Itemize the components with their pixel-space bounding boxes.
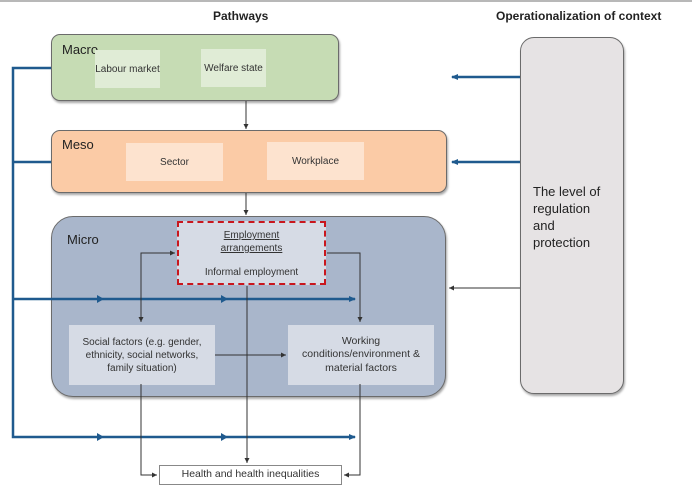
workplace-box: Workplace — [267, 142, 364, 180]
meso-label: Meso — [62, 137, 94, 152]
context-line: regulation — [533, 201, 591, 216]
social-to-health-arrow — [140, 384, 157, 478]
working-conditions-line: material factors — [325, 361, 397, 374]
context-line: and — [533, 218, 555, 233]
employment-title-2: arrangements — [220, 243, 283, 254]
social-factors-box: Social factors (e.g. gender, ethnicity, … — [69, 325, 215, 385]
labour-market-box: Labour market — [95, 50, 160, 88]
arrowhead-icon — [221, 433, 228, 441]
context-line: The level of — [533, 184, 601, 199]
working-to-health-arrow — [344, 384, 361, 478]
social-factors-line: family situation) — [107, 362, 177, 374]
micro-label: Micro — [67, 232, 99, 247]
welfare-state-box: Welfare state — [201, 49, 266, 87]
macro-box: Macro Labour market Welfare state — [51, 34, 339, 101]
health-outcome-box: Health and health inequalities — [159, 465, 342, 485]
context-text: The level of regulation and protection — [533, 183, 600, 251]
working-conditions-line: Working — [341, 334, 381, 347]
social-factors-line: Social factors (e.g. gender, — [82, 336, 202, 348]
macro-label: Macro — [62, 42, 99, 57]
working-conditions-box: Working conditions/environment & materia… — [288, 325, 434, 385]
operationalization-header: Operationalization of context — [496, 9, 662, 23]
arrowhead-icon — [97, 433, 104, 441]
sector-box: Sector — [126, 143, 223, 181]
micro-box: Micro Employment arrangements Informal e… — [51, 216, 446, 397]
working-conditions-line: conditions/environment & — [302, 348, 420, 361]
informal-employment-label: Informal employment — [204, 267, 299, 278]
employment-arrangements-box: Employment arrangements Informal employm… — [177, 221, 326, 285]
meso-box: Meso Sector Workplace — [51, 130, 447, 193]
social-factors-line: ethnicity, social networks, — [85, 349, 199, 361]
employment-title-1: Employment — [223, 230, 280, 241]
top-divider — [0, 0, 692, 2]
context-line: protection — [533, 235, 591, 250]
context-box: The level of regulation and protection — [520, 37, 624, 394]
pathways-header: Pathways — [213, 9, 269, 23]
